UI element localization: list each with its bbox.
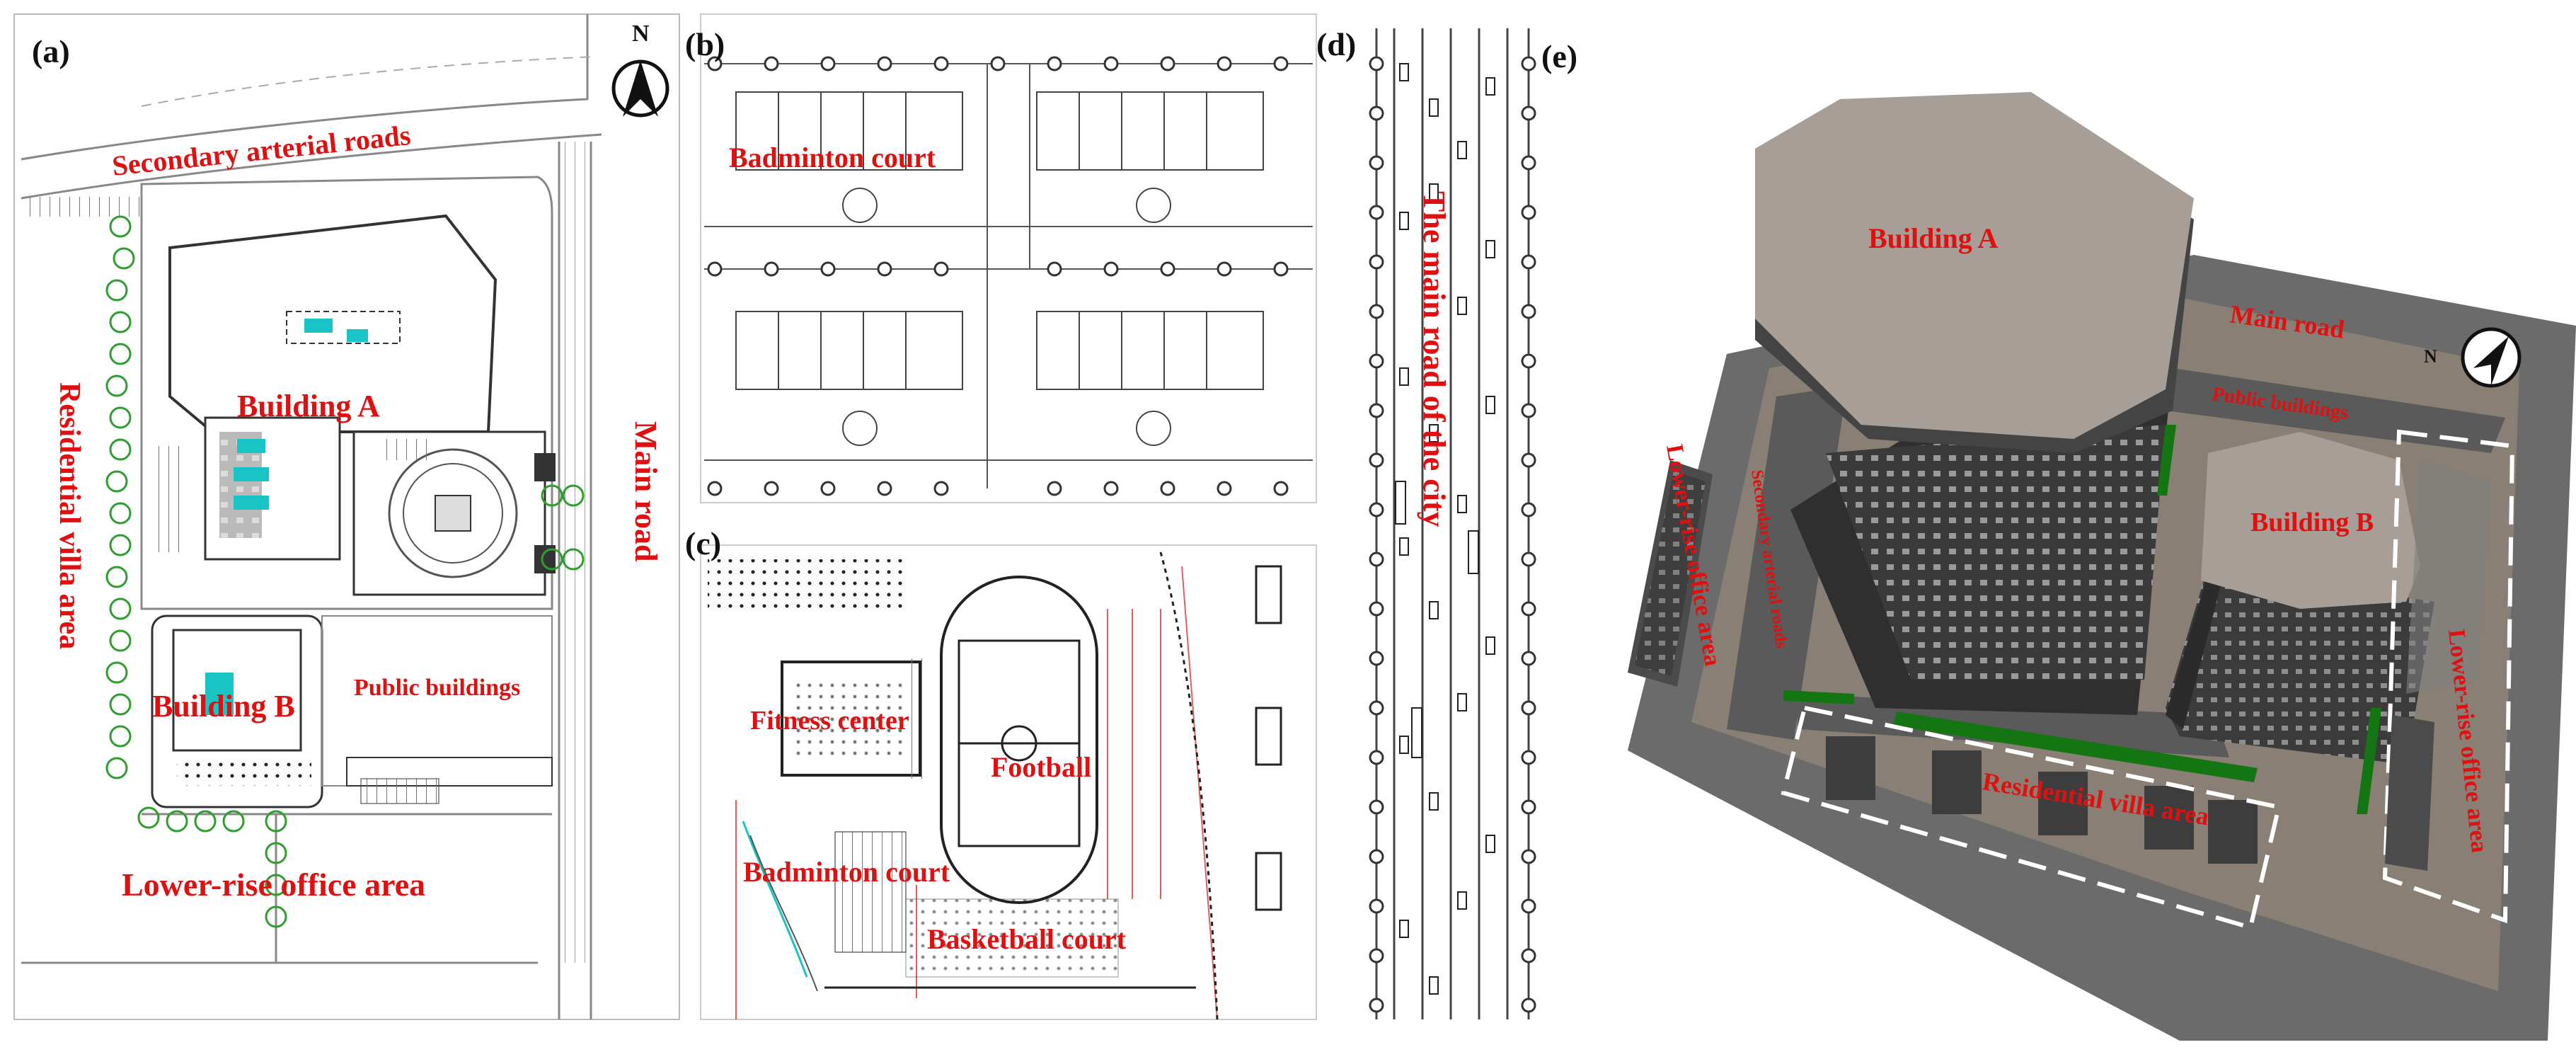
label-lower-rise-office-area: Lower-rise office area bbox=[122, 867, 425, 903]
panel-b-label: (b) bbox=[685, 26, 725, 62]
label-building-b: Building B bbox=[152, 689, 295, 724]
label-secondary-arterial-roads: Secondary arterial roads bbox=[110, 119, 412, 182]
panel-c: (c) Fitness center Football Badminton co… bbox=[685, 525, 1317, 1020]
panel-e: N (e) Building A Main road Public buildi… bbox=[1541, 38, 2576, 1041]
north-arrow-icon: N bbox=[611, 21, 669, 118]
label-main-road: Main road bbox=[628, 421, 663, 561]
panel-c-label: (c) bbox=[685, 525, 721, 561]
label-residential-villa-area: Residential villa area bbox=[53, 382, 86, 649]
panel-e-label: (e) bbox=[1541, 38, 1577, 74]
villas-3d bbox=[1826, 736, 2258, 864]
panel-d-label: (d) bbox=[1316, 26, 1356, 62]
north-label-3d: N bbox=[2424, 346, 2437, 367]
label-badminton-court-b: Badminton court bbox=[729, 142, 936, 173]
north-arrow-icon-3d: N bbox=[2424, 327, 2522, 388]
city-road-cars bbox=[1395, 63, 1495, 995]
label-football: Football bbox=[991, 751, 1091, 783]
panel-d: (d) The main road of the city bbox=[1316, 26, 1536, 1019]
trees bbox=[105, 215, 585, 928]
lamp-posts bbox=[707, 56, 1289, 496]
panel-a-label: (a) bbox=[32, 33, 70, 69]
villa-blocks bbox=[735, 91, 1264, 446]
label-building-b-3d: Building B bbox=[2250, 508, 2374, 537]
building-b-3d bbox=[2166, 432, 2491, 765]
label-main-road-of-city: The main road of the city bbox=[1417, 191, 1451, 527]
label-building-a: Building A bbox=[237, 389, 380, 423]
label-badminton-court-c: Badminton court bbox=[743, 856, 950, 888]
label-public-buildings: Public buildings bbox=[354, 675, 520, 701]
building-a-3d bbox=[1755, 92, 2194, 715]
label-fitness-center: Fitness center bbox=[750, 706, 909, 736]
north-label: N bbox=[632, 21, 650, 47]
panel-a: N (a) Secondary arterial roads Main road… bbox=[13, 13, 680, 1020]
panel-b: (b) Badminton court bbox=[685, 13, 1317, 503]
label-building-a-3d: Building A bbox=[1868, 222, 1999, 254]
label-basketball-court: Basketball court bbox=[927, 923, 1127, 955]
